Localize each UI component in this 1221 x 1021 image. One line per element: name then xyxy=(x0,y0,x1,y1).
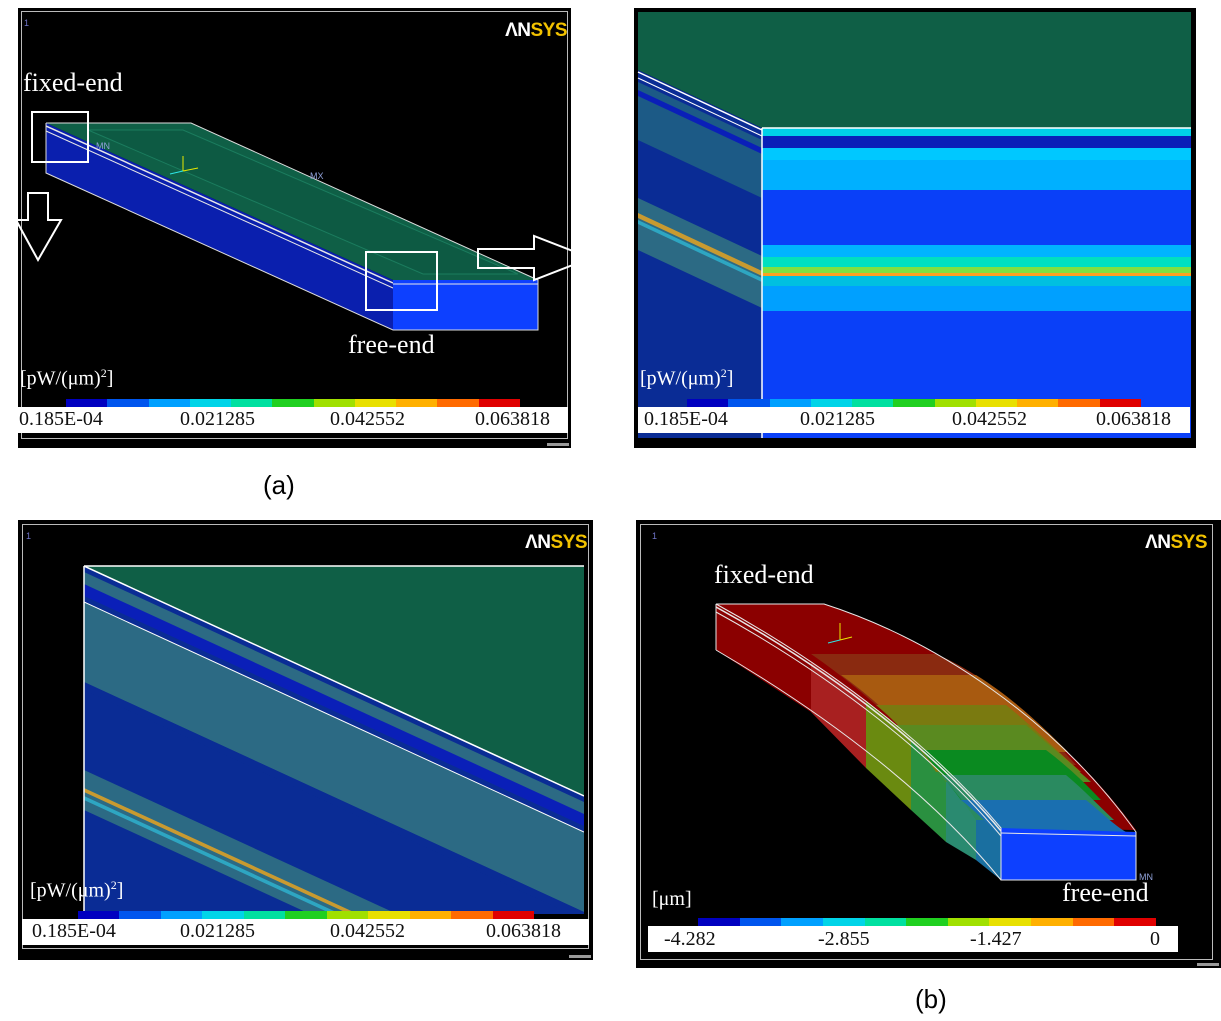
legend-unit: [pW/(μm)2] xyxy=(30,878,124,902)
legend-tick-4: 0.063818 xyxy=(475,408,550,430)
panel-deflection: 1 ΛNSYS MN fixed-end free-end [μm] xyxy=(636,520,1221,968)
legend-tick-1: -4.282 xyxy=(664,928,716,950)
legend-unit: [pW/(μm)2] xyxy=(640,366,734,390)
legend-tick-band xyxy=(22,919,589,945)
legend-tick-3: 0.042552 xyxy=(330,920,405,942)
viewport-frame xyxy=(640,524,1213,960)
legend-unit: [μm] xyxy=(652,888,692,910)
legend-tick-band xyxy=(638,407,1190,433)
legend-tick-4: 0 xyxy=(1150,928,1160,950)
panel-fixed-end-zoom: 1 ΛNSYS [pW/(μm)2] 0.185E-04 0.021285 0.… xyxy=(18,520,593,960)
caption-b: (b) xyxy=(915,984,947,1014)
color-bar xyxy=(66,399,520,407)
free-end-zoom-view xyxy=(637,12,1191,438)
mesh-min-label: MN xyxy=(96,141,110,151)
legend-tick-band xyxy=(18,407,568,433)
window-number: 1 xyxy=(26,531,32,541)
legend-tick-3: -1.427 xyxy=(970,928,1022,950)
legend-tick-band xyxy=(648,926,1178,952)
legend-tick-2: 0.021285 xyxy=(800,408,875,430)
legend-tick-1: 0.185E-04 xyxy=(19,408,103,430)
resize-corner xyxy=(1197,963,1219,966)
beam-top-inner xyxy=(87,129,519,275)
window-number: 1 xyxy=(24,18,30,28)
window-number: 1 xyxy=(652,531,658,541)
legend-tick-4: 0.063818 xyxy=(486,920,561,942)
fixed-end-highlight-box xyxy=(31,111,89,163)
beam-end-face xyxy=(393,280,538,330)
caption-a: (a) xyxy=(263,470,295,500)
down-arrow-icon xyxy=(18,192,63,263)
free-end-label: free-end xyxy=(348,330,435,359)
viewport-frame xyxy=(21,11,568,439)
free-end-highlight-box xyxy=(365,251,438,311)
legend-tick-3: 0.042552 xyxy=(952,408,1027,430)
color-bar xyxy=(698,918,1157,926)
mesh-min-label: MN xyxy=(1139,872,1153,882)
color-bar xyxy=(687,399,1141,407)
legend-tick-3: 0.042552 xyxy=(330,408,405,430)
legend-tick-2: 0.021285 xyxy=(180,920,255,942)
color-bar xyxy=(78,911,534,919)
beam-side-face xyxy=(46,123,393,330)
mesh-max-label: MX xyxy=(310,171,324,181)
legend-tick-2: -2.855 xyxy=(818,928,870,950)
ansys-logo: ΛNSYS xyxy=(505,20,567,41)
legend-tick-1: 0.185E-04 xyxy=(644,408,728,430)
cantilever-3d-view xyxy=(18,111,571,331)
fixed-end-label: fixed-end xyxy=(23,68,123,97)
resize-corner xyxy=(569,955,591,958)
fixed-end-label: fixed-end xyxy=(714,560,814,589)
right-arrow-icon xyxy=(477,234,571,282)
legend-tick-2: 0.021285 xyxy=(180,408,255,430)
panel-free-end-zoom: ΛNSYS [pW/(μm)2] 0.185E-04 0.02128 xyxy=(634,8,1196,448)
ansys-logo: ΛNSYS xyxy=(525,532,587,553)
resize-corner xyxy=(547,443,569,446)
deflection-3d-view xyxy=(715,603,1137,881)
beam-free-end-face xyxy=(1001,828,1136,880)
viewport-frame xyxy=(22,524,589,949)
panel-heat-flux-overview: 1 ΛNSYS MN MX fixed-end free-end [pW/(μm… xyxy=(18,8,571,448)
free-end-label: free-end xyxy=(1062,878,1149,907)
legend-unit: [pW/(μm)2] xyxy=(20,366,114,390)
legend-tick-1: 0.185E-04 xyxy=(32,920,116,942)
legend-tick-4: 0.063818 xyxy=(1096,408,1171,430)
fixed-end-zoom-view xyxy=(83,565,584,914)
ansys-logo: ΛNSYS xyxy=(1145,532,1207,553)
